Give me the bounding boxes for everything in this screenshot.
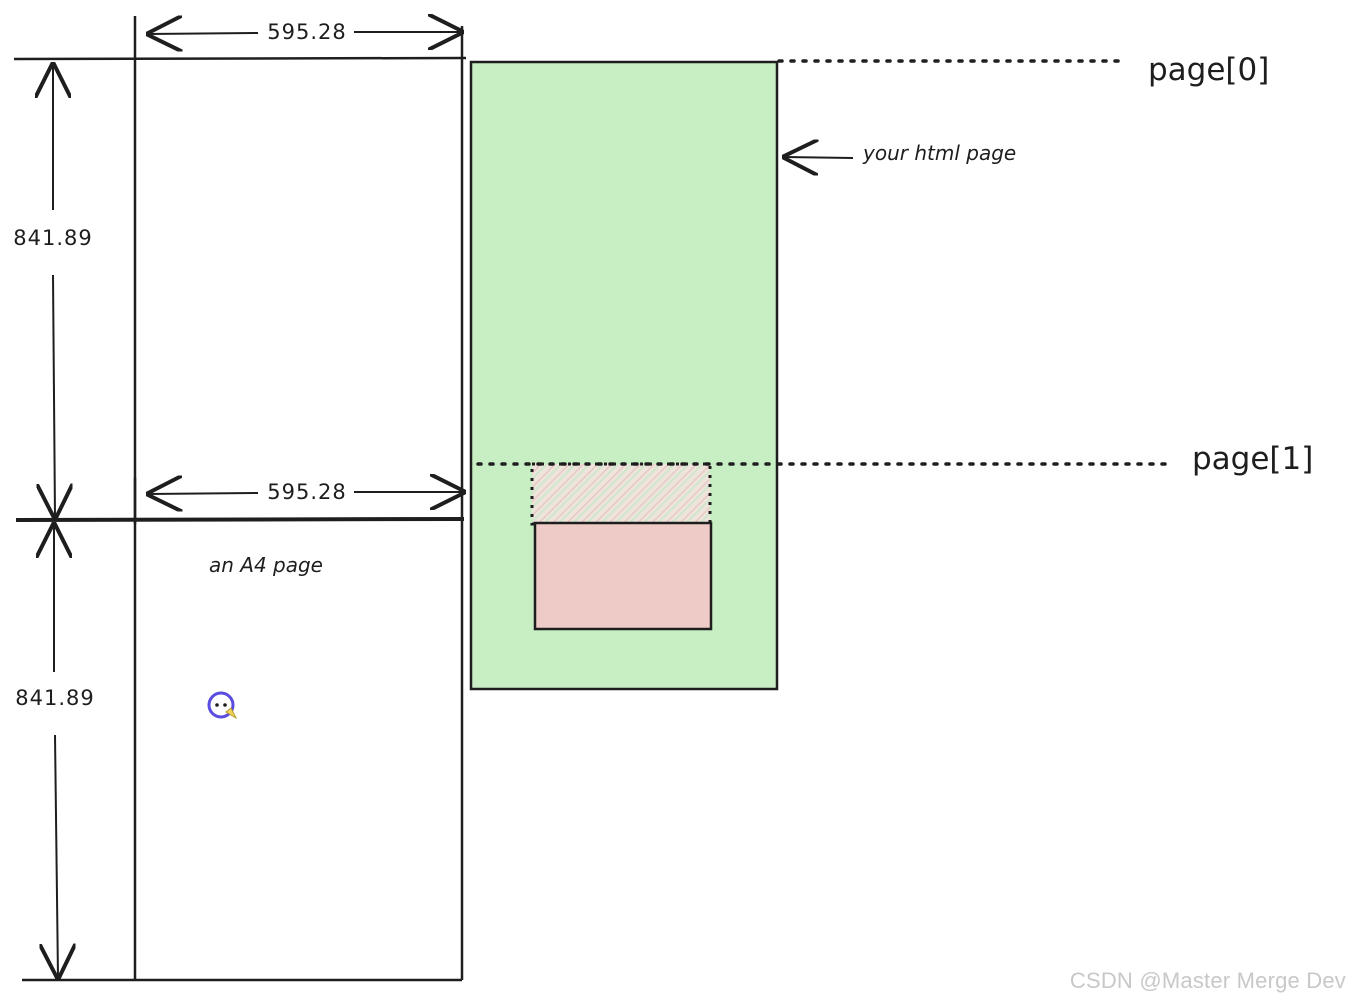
width-dimension-top [148, 32, 462, 34]
a4-top-edge [13, 56, 467, 61]
a4-pages [13, 16, 467, 982]
width-dimension-bottom [148, 492, 464, 494]
html-page-label: your html page [862, 141, 1016, 165]
width-label-top: 595.28 [267, 20, 346, 44]
a4-page-label: an A4 page [209, 553, 323, 577]
page0-label: page[0] [1148, 52, 1269, 88]
height-dimension-top [53, 64, 55, 518]
height-label-top: 841.89 [13, 226, 92, 250]
width-label-bottom: 595.28 [267, 480, 346, 504]
page1-label: page[1] [1192, 441, 1313, 477]
a4-page-break-line [15, 517, 465, 522]
height-label-bottom: 841.89 [15, 686, 94, 710]
cursor-icon [207, 691, 238, 720]
height-dimension-bottom [54, 524, 58, 978]
watermark: CSDN @Master Merge Dev [1069, 968, 1346, 993]
content-block-rect [533, 521, 713, 631]
split-region-hatched [530, 462, 712, 526]
html-page-pointer-arrow [784, 157, 854, 158]
